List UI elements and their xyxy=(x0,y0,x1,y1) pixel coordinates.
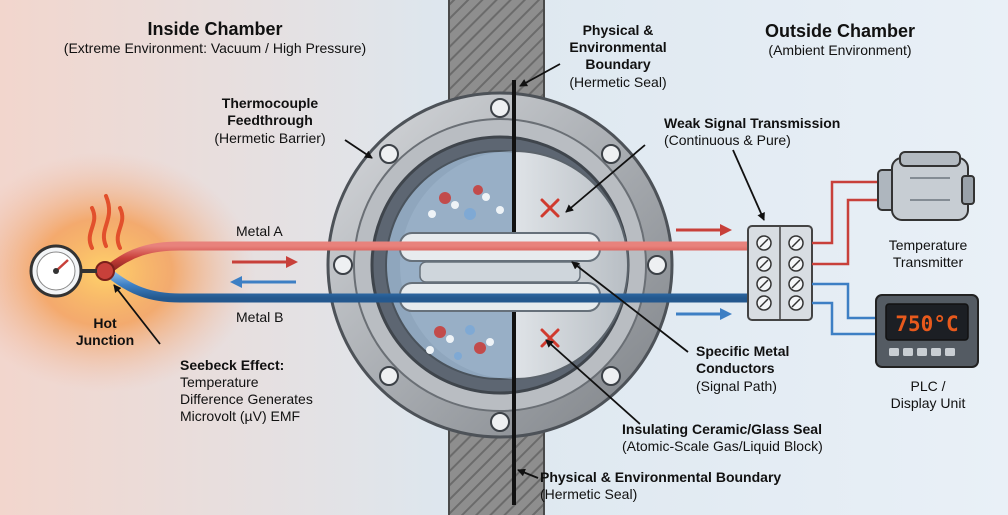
transmitter-label-line2: Transmitter xyxy=(892,254,964,270)
seebeck-line2: Difference Generates xyxy=(180,391,313,407)
current-arrow-left xyxy=(230,276,296,288)
weak-signal-subtitle: (Continuous & Pure) xyxy=(664,132,791,148)
conductors-subtitle: (Signal Path) xyxy=(696,378,777,394)
center-insulator xyxy=(419,261,581,283)
plc-display-icon xyxy=(875,294,979,368)
conductors-title-line2: Conductors xyxy=(696,360,775,376)
boundary-top-line3: Boundary xyxy=(585,56,651,72)
heat-glow xyxy=(0,152,255,392)
metal-b-wire xyxy=(103,267,765,303)
metal-a-label: Metal A xyxy=(236,223,283,239)
hot-junction-label-line1: Hot xyxy=(93,315,117,331)
boundary-bottom-title: Physical & Environmental Boundary xyxy=(540,469,782,485)
metal-a-wire xyxy=(103,241,765,275)
gas-molecules xyxy=(426,185,504,360)
hot-junction-label-line2: Junction xyxy=(75,332,135,348)
flame-icon xyxy=(87,194,125,250)
transmitter-label-line1: Temperature xyxy=(888,237,968,253)
flange-bolts xyxy=(333,98,667,432)
hot-junction xyxy=(95,261,115,281)
signal-arrow-bottom xyxy=(676,308,732,320)
seebeck-title: Seebeck Effect: xyxy=(180,357,285,373)
boundary-top-line2: Environmental xyxy=(569,39,667,55)
seal-title: Insulating Ceramic/Glass Seal xyxy=(622,421,822,437)
seebeck-line3: Microvolt (µV) EMF xyxy=(180,408,301,424)
plc-display-value: 750°C xyxy=(895,312,958,336)
signal-arrow-top xyxy=(676,224,732,236)
feedthrough-title-line1: Thermocouple xyxy=(221,95,319,111)
feedthrough-title-line2: Feedthrough xyxy=(227,112,313,128)
transmitter-icon xyxy=(877,151,975,221)
current-arrow-right xyxy=(232,256,298,268)
inside-chamber-subtitle: (Extreme Environment: Vacuum / High Pres… xyxy=(63,40,367,56)
seebeck-line1: Temperature xyxy=(180,374,259,390)
boundary-top-subtitle: (Hermetic Seal) xyxy=(569,74,667,90)
leader-arrows xyxy=(113,63,765,479)
blocked-x-icon xyxy=(540,198,560,348)
gauge-icon xyxy=(29,244,97,298)
plc-label-line1: PLC / xyxy=(910,378,946,394)
feedthrough-subtitle: (Hermetic Barrier) xyxy=(214,130,326,146)
boundary-top-line1: Physical & xyxy=(582,22,654,38)
metal-b-label: Metal B xyxy=(236,309,284,325)
plc-label-line2: Display Unit xyxy=(890,395,966,411)
outside-chamber-title: Outside Chamber xyxy=(764,21,916,41)
outside-chamber-subtitle: (Ambient Environment) xyxy=(768,42,912,58)
output-wires xyxy=(812,180,880,336)
seal-subtitle: (Atomic-Scale Gas/Liquid Block) xyxy=(622,438,823,454)
boundary-bottom-subtitle: (Hermetic Seal) xyxy=(540,486,638,502)
inside-chamber-title: Inside Chamber xyxy=(147,19,283,39)
terminal-block xyxy=(747,225,813,321)
weak-signal-title: Weak Signal Transmission xyxy=(664,115,841,131)
conductors-title-line1: Specific Metal xyxy=(696,343,790,359)
